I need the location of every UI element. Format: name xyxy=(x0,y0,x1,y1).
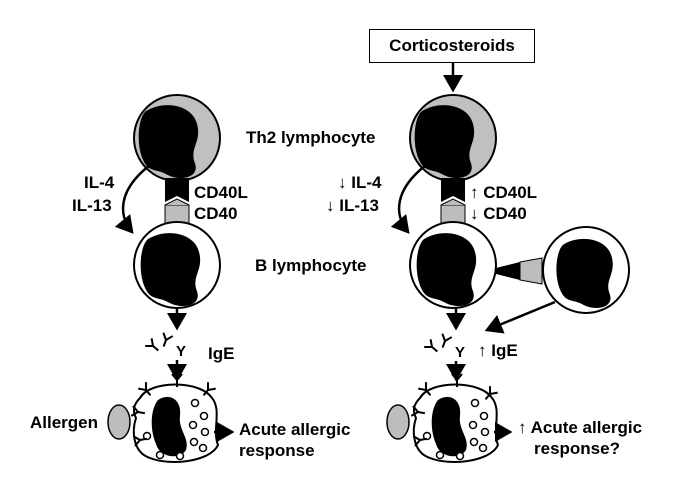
corticosteroids-box: Corticosteroids xyxy=(369,29,535,63)
cd40-label-left: CD40 xyxy=(194,204,238,223)
allergen-label: Allergen xyxy=(30,413,99,432)
ige-label-right: ↑ IgE xyxy=(478,341,518,360)
il4-label-left: IL-4 xyxy=(84,173,115,192)
acute-response-left-line2: response xyxy=(239,441,315,460)
il-arrow-right xyxy=(390,164,427,234)
mast-cell-right xyxy=(410,373,500,463)
ige-label-left: IgE xyxy=(208,344,235,363)
il4-label-right: ↓ IL-4 xyxy=(338,173,382,192)
acute-response-right-line2: response? xyxy=(534,439,620,458)
il-arrow-left xyxy=(114,164,151,234)
cd40-label-right: ↓ CD40 xyxy=(470,204,527,223)
cd40-connector-left xyxy=(164,178,190,226)
mast-cell-left xyxy=(130,373,220,463)
allergen-right xyxy=(386,404,410,440)
b-cell-left xyxy=(133,221,221,309)
svg-text:Y: Y xyxy=(455,344,465,361)
il13-label-right: ↓ IL-13 xyxy=(326,196,379,215)
acute-response-left-line1: Acute allergic xyxy=(239,420,351,439)
il13-label-left: IL-13 xyxy=(72,196,112,215)
allergen-left xyxy=(107,404,131,440)
third-cell-right xyxy=(542,226,630,314)
third-cell-to-ige-arrow xyxy=(484,300,556,334)
side-connector-right xyxy=(496,257,543,285)
b-cell-right xyxy=(409,221,497,309)
svg-text:Y: Y xyxy=(176,343,186,360)
cd40-connector-right xyxy=(440,178,466,226)
cd40l-label-left: CD40L xyxy=(194,183,248,202)
cd40l-label-right: ↑ CD40L xyxy=(470,183,538,202)
ige-antibodies-left: Y xyxy=(144,331,186,360)
b-lymphocyte-label: B lymphocyte xyxy=(255,256,367,275)
th2-lymphocyte-label: Th2 lymphocyte xyxy=(246,128,376,147)
acute-response-right-line1: ↑ Acute allergic xyxy=(518,418,643,437)
ige-antibodies-right: Y xyxy=(423,332,465,361)
